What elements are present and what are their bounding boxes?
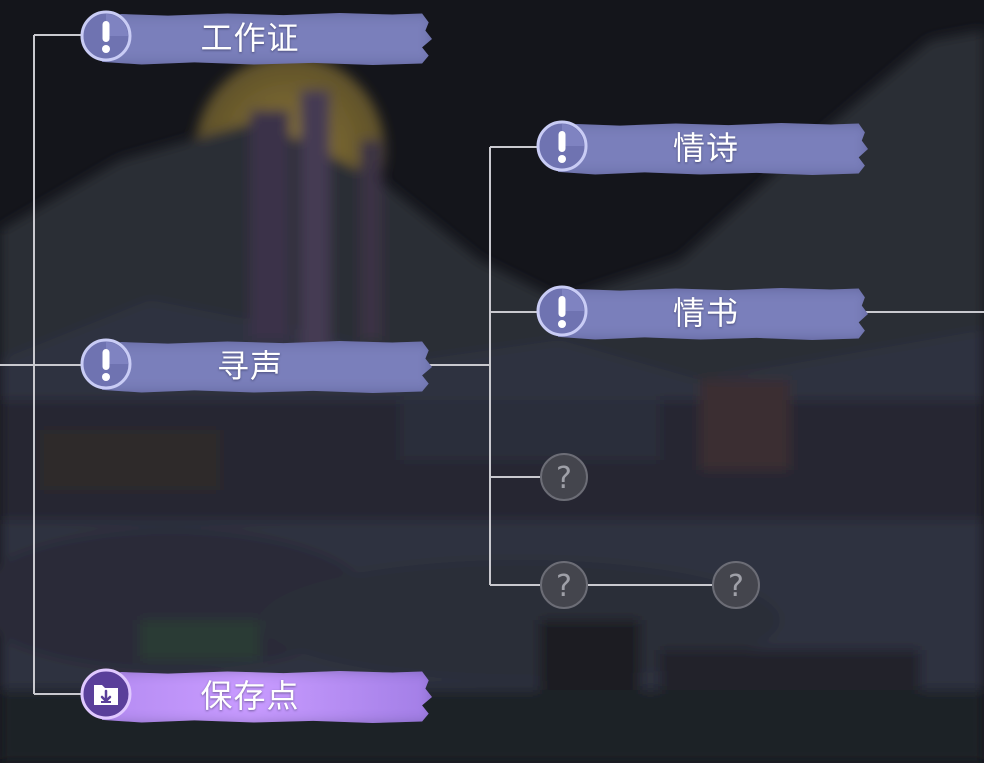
svg-text:?: ? xyxy=(556,569,572,604)
node-label: 工作证 xyxy=(200,19,300,57)
exclamation-icon xyxy=(80,10,132,62)
save-folder-icon xyxy=(80,668,132,720)
node-banner xyxy=(102,13,432,65)
node-label: 情书 xyxy=(672,294,739,332)
node-banner xyxy=(102,671,432,723)
node-love-poem[interactable]: 情诗 xyxy=(536,116,876,180)
node-banner xyxy=(558,123,868,175)
locked-node-question-mark-icon[interactable]: ? xyxy=(711,560,761,610)
node-banner xyxy=(558,288,868,340)
node-save-point[interactable]: 保存点 xyxy=(80,664,500,728)
node-label: 寻声 xyxy=(216,347,283,385)
locked-node-question-mark-icon[interactable]: ? xyxy=(539,560,589,610)
exclamation-icon xyxy=(536,285,588,337)
exclamation-icon xyxy=(536,120,588,172)
locked-node-question-mark-icon[interactable]: ? xyxy=(539,452,589,502)
node-label: 保存点 xyxy=(200,677,300,715)
svg-text:?: ? xyxy=(728,569,744,604)
svg-text:?: ? xyxy=(556,461,572,496)
node-work-permit[interactable]: 工作证 xyxy=(80,6,500,70)
node-love-letter[interactable]: 情书 xyxy=(536,281,876,345)
node-banner xyxy=(102,341,432,393)
node-label: 情诗 xyxy=(672,129,739,167)
exclamation-icon xyxy=(80,338,132,390)
node-seek-voice[interactable]: 寻声 xyxy=(80,334,500,398)
